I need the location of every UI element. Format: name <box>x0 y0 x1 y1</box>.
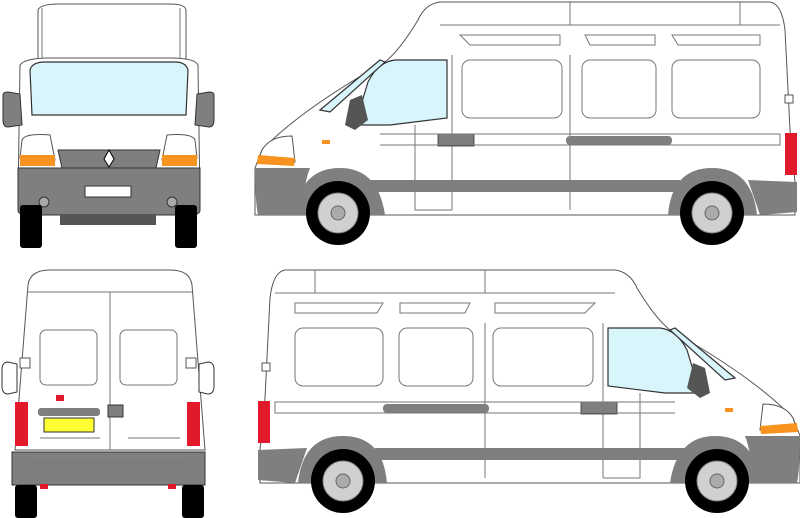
right-tail-light <box>187 402 200 446</box>
left-tyre <box>15 485 37 518</box>
side-view-left-facing <box>254 1 798 246</box>
right-mirror <box>194 91 215 128</box>
right-tyre <box>175 205 197 248</box>
rear-window-left <box>39 329 98 386</box>
left-indicator <box>20 155 55 166</box>
left-tail-light <box>15 402 28 446</box>
left-mirror <box>2 91 23 128</box>
right-indicator <box>162 155 197 166</box>
windscreen <box>29 61 189 116</box>
rear-bumper <box>11 451 206 486</box>
rear-view <box>1 269 215 518</box>
number-plate <box>43 417 95 433</box>
number-plate <box>84 185 132 198</box>
rear-window-right <box>119 329 178 386</box>
renault-diamond-icon <box>103 148 115 168</box>
right-tyre <box>182 485 204 518</box>
side-view-right-facing <box>257 269 800 514</box>
left-tyre <box>20 205 42 248</box>
front-view <box>2 3 215 248</box>
